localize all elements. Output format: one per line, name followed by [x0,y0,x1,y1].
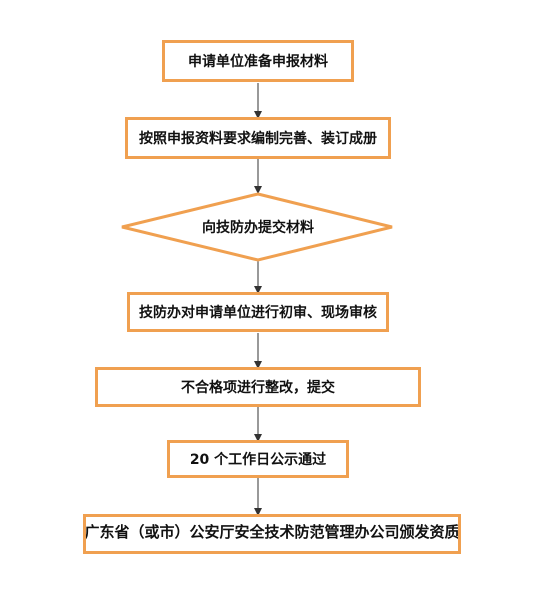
step-compile-bind: 按照申报资料要求编制完善、装订成册 [125,117,391,159]
step-issue-qualification: 广东省（或市）公安厅安全技术防范管理办公司颁发资质 [83,514,461,554]
step-prepare-materials: 申请单位准备申报材料 [162,40,354,82]
decision-diamond [121,192,393,262]
step-label: 20 个工作日公示通过 [189,452,327,468]
step-initial-review: 技防办对申请单位进行初审、现场审核 [127,292,389,332]
step-label: 技防办对申请单位进行初审、现场审核 [139,305,377,321]
step-label: 广东省（或市）公安厅安全技术防范管理办公司颁发资质 [84,523,460,541]
step-label: 申请单位准备申报材料 [188,54,328,70]
step-label: 不合格项进行整改，提交 [181,380,335,396]
step-rectify-resubmit: 不合格项进行整改，提交 [95,367,421,407]
step-submit-materials: 向技防办提交材料 [202,220,314,236]
step-label: 按照申报资料要求编制完善、装订成册 [139,131,377,147]
step-public-notice: 20 个工作日公示通过 [167,440,349,478]
